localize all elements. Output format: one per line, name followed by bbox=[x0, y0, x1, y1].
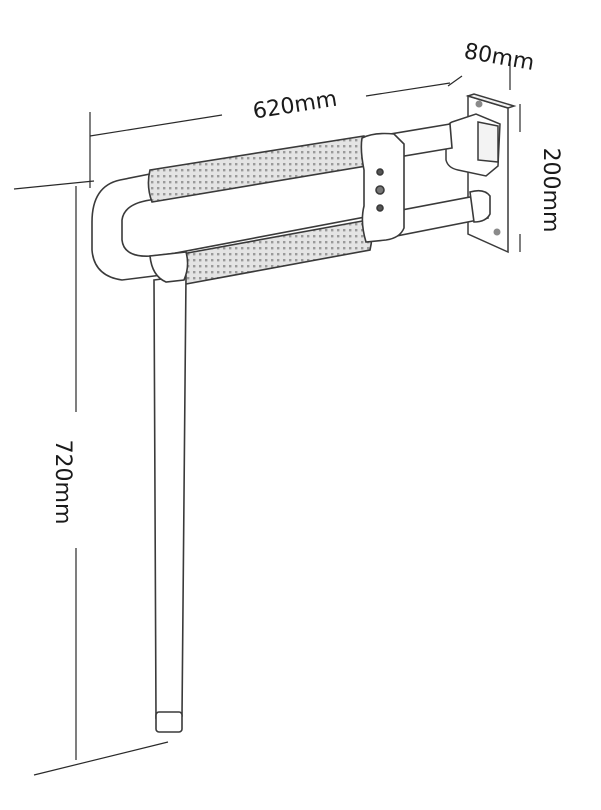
bottom-extension-line bbox=[33, 741, 169, 776]
plate-label: 200mm bbox=[538, 148, 563, 233]
depth-dimension-line bbox=[447, 75, 463, 87]
grab-bar-frame bbox=[91, 123, 491, 733]
support-leg bbox=[153, 275, 187, 719]
top-extension-line bbox=[13, 180, 95, 190]
foot-cap bbox=[155, 711, 183, 733]
connector-button-bottom bbox=[376, 204, 384, 212]
wall-plate bbox=[445, 93, 517, 254]
width-label: 620mm bbox=[251, 87, 339, 125]
width-dimension-line-right bbox=[365, 82, 451, 97]
plate-screw-top bbox=[475, 100, 483, 108]
leg-joint bbox=[149, 251, 189, 283]
width-dimension-line-left bbox=[89, 114, 223, 137]
plate-screw-bottom bbox=[493, 228, 501, 236]
upper-grip-sleeve bbox=[147, 135, 369, 203]
height-label: 720mm bbox=[50, 440, 75, 525]
connector-button-top bbox=[376, 168, 384, 176]
depth-label: 80mm bbox=[462, 39, 536, 76]
lower-grip-sleeve bbox=[179, 219, 373, 285]
connector-button-mid bbox=[375, 185, 385, 195]
dimension-lines bbox=[13, 62, 521, 776]
